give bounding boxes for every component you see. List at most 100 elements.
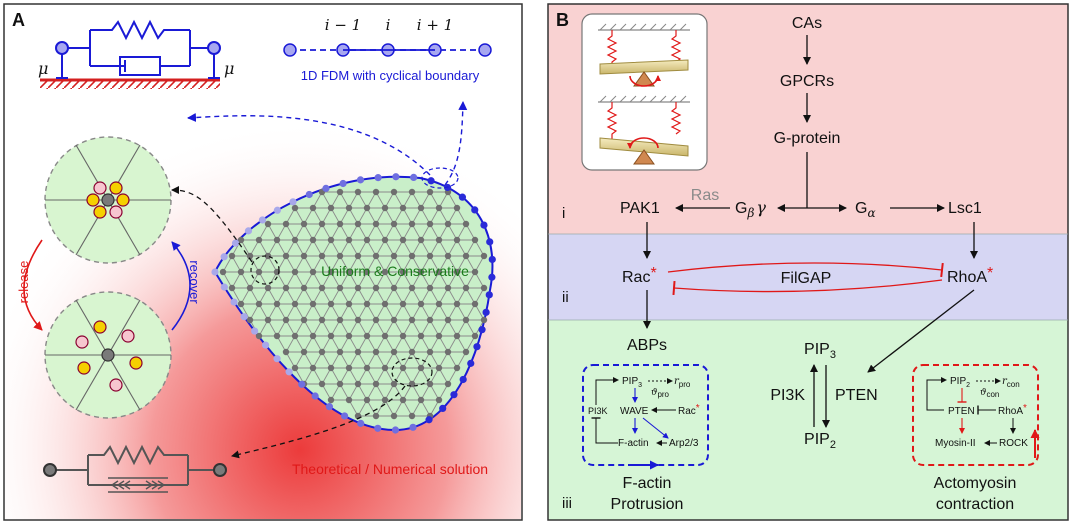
mesh-node: [381, 332, 389, 340]
mesh-boundary-node: [211, 268, 219, 276]
prot-rpro: rpro: [674, 376, 691, 389]
mu-left: μ: [38, 59, 48, 78]
mesh-boundary-node: [482, 308, 490, 316]
label-pi3k: PI3K: [770, 387, 805, 404]
mesh-node: [309, 268, 317, 276]
mesh-node: [336, 284, 344, 292]
mesh-boundary-node: [488, 255, 496, 264]
mesh-boundary-node: [231, 239, 240, 247]
mesh-node: [444, 316, 452, 324]
node-circle-compressed: [44, 136, 172, 264]
mesh-node: [354, 252, 362, 260]
mesh-node: [399, 396, 407, 404]
mesh-node: [327, 300, 335, 308]
mesh-boundary-node: [473, 343, 481, 351]
filgap-label: FilGAP: [781, 270, 832, 287]
mesh-node: [453, 300, 461, 308]
prot-pip3: PIP3: [622, 376, 642, 389]
mesh-boundary-node: [298, 380, 306, 388]
mesh-node: [336, 348, 344, 356]
mesh-node: [471, 300, 479, 308]
mesh-node: [345, 300, 353, 308]
mesh-node: [363, 396, 371, 404]
mesh-node: [363, 300, 371, 308]
mesh-node: [291, 364, 299, 372]
mesh-boundary-node: [357, 419, 365, 427]
mesh-node: [462, 284, 470, 292]
mesh-node: [480, 252, 488, 260]
mesh-node: [480, 284, 488, 292]
mesh-edge-zoom-marker: [391, 357, 433, 387]
con-rock: ROCK: [999, 438, 1028, 449]
caption-contraction: contraction: [936, 496, 1014, 513]
mesh-boundary-node: [478, 326, 486, 334]
mesh-node: [291, 236, 299, 244]
mesh-boundary-node: [273, 355, 281, 363]
mesh-node: [345, 268, 353, 276]
mesh-boundary-node: [488, 273, 496, 281]
mesh-node: [318, 316, 326, 324]
mesh-node: [462, 252, 470, 260]
mesh-node: [336, 252, 344, 260]
mesh-node: [309, 300, 317, 308]
mesh-node: [381, 268, 389, 276]
mesh-node: [408, 316, 416, 324]
node-rac: Rac*: [622, 265, 657, 286]
mesh-node: [462, 348, 470, 356]
mesh-node: [345, 236, 353, 244]
mesh-node: [390, 316, 398, 324]
mesh-node: [408, 220, 416, 228]
seesaw-inset: [581, 13, 708, 171]
mesh-node: [255, 332, 263, 340]
mesh-node: [318, 348, 326, 356]
mesh-node: [372, 188, 380, 196]
mesh-node: [390, 348, 398, 356]
mesh-node: [345, 332, 353, 340]
mesh-node: [453, 236, 461, 244]
mesh-node: [273, 332, 281, 340]
protrusion-box: PIP3 rpro ϑpro WAVE Rac* PI3K F-actin Ar…: [582, 364, 709, 470]
mesh-boundary-node: [425, 416, 433, 424]
con-rcon: rcon: [1002, 376, 1020, 389]
mesh-node: [327, 364, 335, 372]
mesh-node-zoom-marker: [250, 255, 280, 285]
mesh-node: [300, 316, 308, 324]
inhibit-rac-rhoa: [667, 262, 944, 278]
mesh-node: [237, 300, 245, 308]
mesh-node: [327, 396, 335, 404]
arrow-to-fdm: [444, 101, 468, 186]
recover-label: recover: [187, 260, 202, 304]
mesh-boundary-node: [230, 298, 238, 306]
fdm-index-i: i: [386, 16, 391, 34]
arrow-to-top-model: [187, 113, 431, 176]
mesh-node: [435, 268, 443, 276]
mesh-boundary-node: [409, 423, 417, 431]
mesh-node: [354, 316, 362, 324]
mesh-boundary-zoom-marker: [421, 167, 459, 189]
mesh-node: [390, 252, 398, 260]
mesh-boundary-node: [427, 177, 435, 185]
mesh-node: [345, 396, 353, 404]
mesh-node: [417, 204, 425, 212]
solution-label: Theoretical / Numerical solution: [292, 461, 488, 477]
row-ii-label: ii: [562, 289, 569, 306]
con-myosin: Myosin-II: [935, 438, 976, 449]
mesh-node: [354, 348, 362, 356]
mesh-boundary-node: [251, 327, 259, 335]
fdm-index-prev: i − 1: [325, 16, 361, 34]
arrow-to-circle-top: [171, 186, 253, 263]
mesh-node: [390, 220, 398, 228]
mesh-node: [282, 252, 290, 260]
con-theta: ϑcon: [980, 388, 999, 399]
mesh-node: [462, 220, 470, 228]
mesh-node: [417, 364, 425, 372]
mesh-node: [390, 380, 398, 388]
mesh-node: [444, 220, 452, 228]
mesh-boundary-node: [285, 368, 293, 376]
mesh-node: [453, 332, 461, 340]
mesh-node: [273, 236, 281, 244]
node-pak1: PAK1: [620, 200, 660, 217]
mesh-node: [219, 268, 227, 276]
